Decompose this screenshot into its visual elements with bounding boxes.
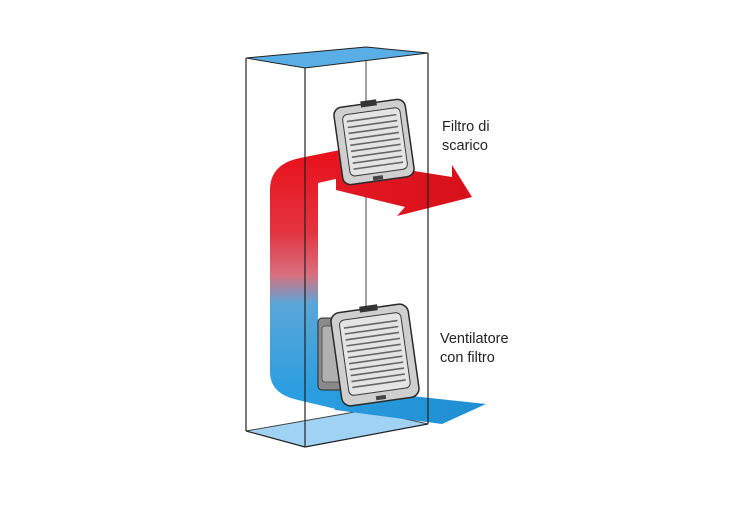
exhaust-filter-label-line-1: Filtro di <box>442 119 490 135</box>
fan-with-filter-label-line-2: con filtro <box>440 350 495 366</box>
exhaust-filter-unit <box>333 98 415 186</box>
exhaust-filter-label: Filtro di scarico <box>442 118 490 156</box>
cabinet-front-edges <box>245 53 429 448</box>
louvered-fan-grille-icon <box>343 319 406 389</box>
cabinet-bottom-face <box>246 410 428 447</box>
louvered-filter-grille-icon <box>346 113 404 170</box>
cabinet-top-face <box>245 46 429 69</box>
fan-with-filter-label: Ventilatore con filtro <box>440 330 509 368</box>
fan-filter-unit <box>317 303 420 407</box>
fan-with-filter-label-line-1: Ventilatore <box>440 331 509 347</box>
exhaust-filter-label-line-2: scarico <box>442 138 488 154</box>
